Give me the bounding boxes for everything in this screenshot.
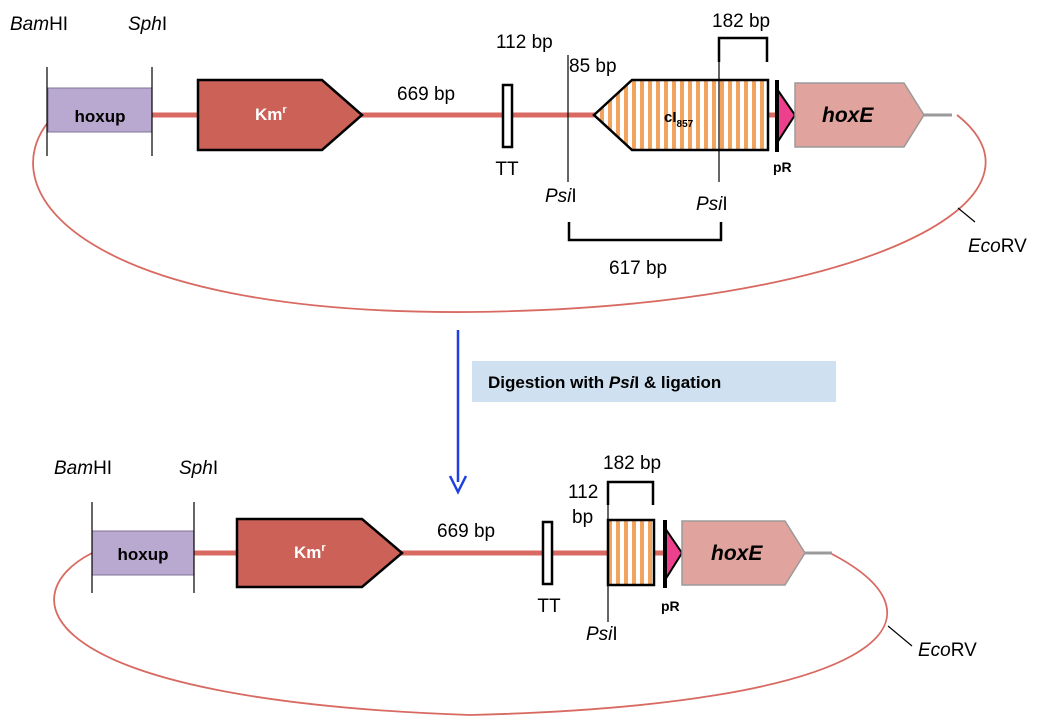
bottom-182bp-bracket <box>606 480 655 505</box>
top-ecorv-site <box>957 207 976 223</box>
bottom-tt-terminator <box>541 520 554 586</box>
bottom-psi-label: PsiI <box>586 624 618 645</box>
bottom-112-label-line2: bp <box>572 507 593 528</box>
step-banner <box>472 361 836 402</box>
top-construct: hoxup BamHI SphI Kmr 669 bp TT 112 bp 85… <box>10 11 1027 313</box>
top-669bp-label: 669 bp <box>397 84 455 105</box>
top-pr-label: pR <box>773 159 792 175</box>
top-hoxe-label: hoxE <box>822 104 874 127</box>
top-ci857-label: cI857 <box>664 109 694 130</box>
bottom-hoxup-label: hoxup <box>118 545 169 564</box>
top-ecorv-label: EcoRV <box>968 236 1027 257</box>
top-bamhi-label: BamHI <box>10 14 68 35</box>
top-182bp-bracket <box>717 36 769 62</box>
bottom-hoxe-label: hoxE <box>711 542 763 565</box>
bottom-ci-fragment <box>606 518 656 587</box>
process-step: Digestion with PsiI & ligation <box>448 330 836 495</box>
top-hoxup-label: hoxup <box>75 107 126 126</box>
top-psi-label-1: PsiI <box>545 186 577 207</box>
top-plasmid-backbone <box>32 114 987 313</box>
top-kmr-arrow <box>196 78 364 152</box>
top-psi-label-2: PsiI <box>696 194 728 215</box>
bottom-kmr-label: Kmr <box>294 542 326 562</box>
step-label: Digestion with PsiI & ligation <box>488 373 721 392</box>
top-ci857-arrow <box>592 78 770 152</box>
top-617bp-bracket <box>567 222 723 242</box>
down-arrow-head <box>448 475 468 495</box>
bottom-tt-label: TT <box>537 596 561 617</box>
top-kmr-label: Kmr <box>255 104 287 124</box>
bottom-sphi-label: SphI <box>179 458 218 479</box>
top-617bp-label: 617 bp <box>609 258 667 279</box>
bottom-kmr-arrow <box>235 517 404 589</box>
bottom-182bp-label: 182 bp <box>603 453 661 474</box>
top-112bp-label: 112 bp <box>496 32 553 53</box>
bottom-669bp-label: 669 bp <box>437 521 495 542</box>
top-sphi-label: SphI <box>128 14 167 35</box>
bottom-pr-promoter <box>664 524 684 584</box>
top-182bp-label: 182 bp <box>712 11 770 32</box>
top-hoxe-arrow <box>794 82 925 148</box>
top-hoxup-box <box>47 87 153 133</box>
top-85bp-label: 85 bp <box>569 56 617 77</box>
top-pr-promoter <box>776 85 797 147</box>
bottom-plasmid-backbone <box>53 552 888 716</box>
bottom-pr-label: pR <box>661 598 680 614</box>
bottom-construct: hoxup BamHI SphI Kmr 669 bp TT 112 bp Ps… <box>53 453 977 716</box>
bottom-hoxup-box <box>91 530 195 576</box>
bottom-ecorv-label: EcoRV <box>918 640 977 661</box>
bottom-hoxe-arrow <box>681 520 806 586</box>
bottom-bamhi-label: BamHI <box>54 458 112 479</box>
bottom-112-label-line1: 112 <box>568 482 598 503</box>
top-tt-label: TT <box>495 159 519 180</box>
bottom-ecorv-site <box>887 625 913 647</box>
top-tt-terminator <box>501 83 514 149</box>
